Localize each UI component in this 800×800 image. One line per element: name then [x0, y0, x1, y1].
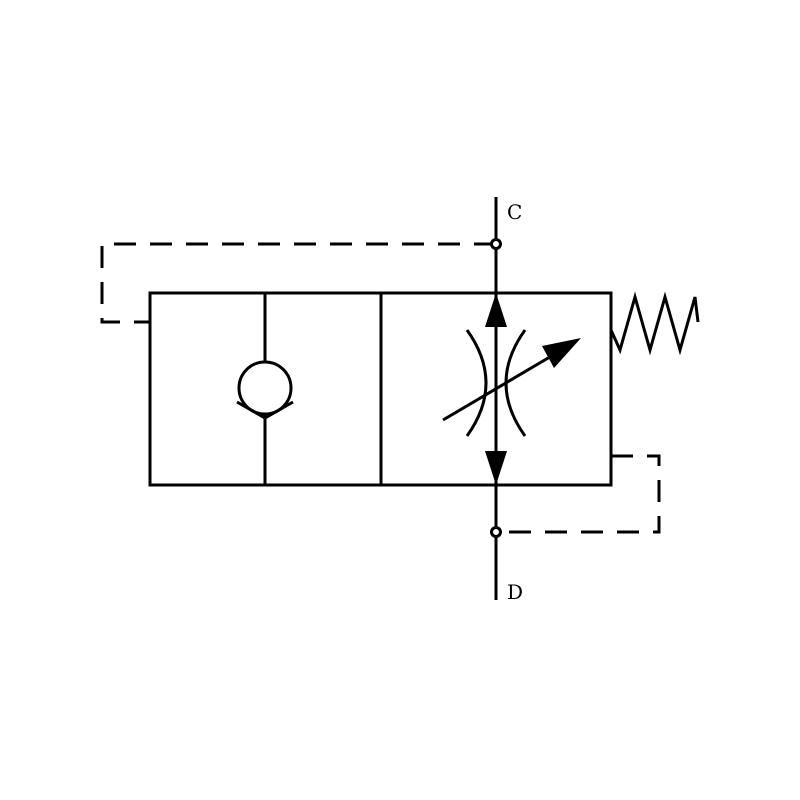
adjustment-arrow-head-icon: [542, 338, 581, 368]
adjustment-arrow-shaft: [442, 349, 561, 422]
check-valve-ball: [237, 360, 293, 416]
junction-top: [490, 238, 502, 250]
arrow-up-icon: [485, 293, 507, 327]
check-valve-seat: [236, 400, 294, 420]
port-label-d: D: [507, 580, 524, 604]
pilot-line-bottom: [496, 454, 661, 534]
pilot-line-top: [100, 242, 496, 324]
port-label-c: C: [507, 200, 523, 224]
restrictor-left-arc: [465, 329, 488, 437]
spring-icon: [609, 291, 700, 356]
arrow-down-icon: [485, 451, 507, 485]
restrictor-right-arc: [504, 329, 527, 437]
junction-bottom: [490, 526, 502, 538]
